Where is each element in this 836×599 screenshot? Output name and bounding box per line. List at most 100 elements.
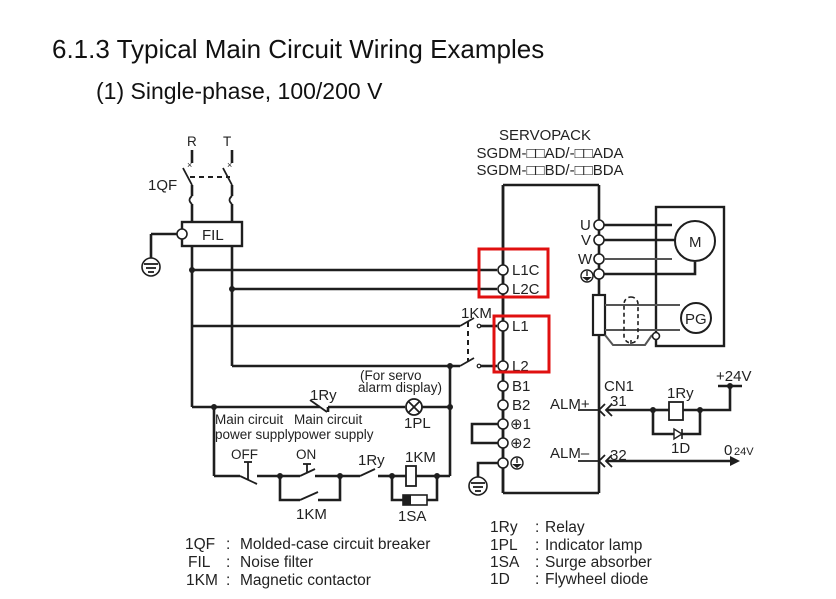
- terminal-b1: [497, 380, 509, 392]
- lamp-note-1: (For servo: [360, 368, 422, 383]
- noise-filter: FIL: [149, 220, 244, 258]
- phase-t-label: T: [223, 134, 231, 149]
- section-title: 6.1.3 Typical Main Circuit Wiring Exampl…: [52, 34, 545, 64]
- filter-label: FIL: [202, 227, 224, 244]
- jumper-p1-p2: [470, 422, 498, 445]
- contactor-aux-label: 1KM: [296, 506, 327, 523]
- terminal-mark-t: ×: [227, 160, 232, 170]
- encoder-connector: [591, 293, 607, 337]
- label-w: W: [578, 251, 593, 268]
- label-l2c: L2C: [512, 281, 540, 298]
- contactor-main-label: 1KM: [461, 305, 492, 322]
- off-label-2: power supply: [215, 427, 295, 442]
- legend-desc: Molded-case circuit breaker: [240, 536, 430, 553]
- alarm-output: CN1 ALM+ 31 ALM– 32 1Ry +24V 1D 0 24V: [550, 368, 754, 468]
- label-u: U: [580, 217, 591, 234]
- legend-code: 1Ry: [490, 519, 518, 536]
- supply-zero-label: 0: [724, 442, 732, 459]
- legend-desc: Flywheel diode: [545, 571, 648, 588]
- terminal-p1: [497, 418, 509, 430]
- contactor-1km-main: 1KM: [459, 305, 497, 369]
- legend-colon: :: [535, 537, 539, 554]
- legend-desc: Relay: [545, 519, 585, 536]
- svg-text:OFF: OFF: [231, 447, 258, 462]
- legend-colon: :: [535, 519, 539, 536]
- terminal-strip-left: L1C L2C L1 L2 B1 B2 ⊕1 ⊕2: [470, 185, 540, 493]
- lamp-note-2: alarm display): [358, 380, 442, 395]
- legend-code: 1SA: [490, 554, 520, 571]
- on-label-2: power supply: [294, 427, 374, 442]
- control-circuit: 1Ry 1PL (For servo alarm display) Main c…: [192, 363, 453, 525]
- pin-31-label: 31: [610, 393, 627, 410]
- subsection-title: (1) Single-phase, 100/200 V: [96, 78, 383, 104]
- terminal-strip-right: U V W: [578, 217, 605, 283]
- legend-desc: Surge absorber: [545, 554, 652, 571]
- terminal-w: [593, 253, 605, 265]
- terminal-u: [593, 219, 605, 231]
- terminal-motor-ground: [593, 268, 605, 280]
- legend-code: 1QF: [185, 536, 215, 553]
- legend-right: 1Ry : Relay 1PL : Indicator lamp 1SA : S…: [490, 519, 652, 588]
- on-button[interactable]: ON: [296, 447, 316, 477]
- label-p2: ⊕2: [510, 435, 531, 452]
- label-v: V: [581, 232, 591, 249]
- terminal-b2: [497, 399, 509, 411]
- relay-coil-label: 1Ry: [667, 385, 694, 402]
- legend-colon: :: [535, 554, 539, 571]
- terminal-p2: [497, 437, 509, 449]
- lamp-label: 1PL: [404, 415, 431, 432]
- ground-icon: [141, 257, 161, 277]
- legend-code: 1PL: [490, 537, 518, 554]
- legend-colon: :: [226, 572, 230, 589]
- supply-zero-sub-label: 24V: [734, 446, 754, 458]
- contactor-coil: [405, 465, 417, 487]
- alm-plus-label: ALM+: [550, 396, 590, 413]
- legend-colon: :: [226, 536, 230, 553]
- legend-desc: Noise filter: [240, 554, 313, 571]
- label-l1c: L1C: [512, 262, 540, 279]
- relay-contact-ctrl-label: 1Ry: [358, 452, 385, 469]
- phase-r-label: R: [187, 134, 197, 149]
- off-button[interactable]: OFF: [231, 447, 258, 485]
- terminal-l2c: [497, 283, 509, 295]
- legend-desc: Magnetic contactor: [240, 572, 371, 589]
- label-p1: ⊕1: [510, 416, 531, 433]
- terminal-l2: [497, 360, 509, 372]
- legend-left: 1QF : Molded-case circuit breaker FIL : …: [185, 536, 430, 589]
- encoder-icon: [680, 302, 712, 334]
- off-label-1: Main circuit: [215, 412, 284, 427]
- encoder-label: PG: [685, 311, 707, 328]
- servopack-title: SERVOPACK: [499, 127, 591, 144]
- diode-label: 1D: [671, 440, 690, 457]
- diode-icon: [673, 427, 684, 441]
- legend-code: 1D: [490, 571, 510, 588]
- svg-text:ON: ON: [296, 447, 316, 462]
- motor-assembly: M PG: [591, 205, 726, 348]
- indicator-lamp-icon: [405, 398, 423, 416]
- on-label-1: Main circuit: [294, 412, 363, 427]
- legend-colon: :: [535, 571, 539, 588]
- motor-icon: [674, 220, 716, 262]
- terminal-ground: [497, 457, 509, 469]
- contactor-coil-label: 1KM: [405, 449, 436, 466]
- terminal-v: [593, 234, 605, 246]
- label-b1: B1: [512, 378, 530, 395]
- terminal-l1: [497, 320, 509, 332]
- breaker-1qf: 1QF: [148, 167, 234, 222]
- surge-absorber: [402, 494, 428, 506]
- terminal-l1c: [497, 264, 509, 276]
- cn1-label: CN1: [604, 378, 634, 395]
- relay-contact-lamp-label: 1Ry: [310, 387, 337, 404]
- ground-icon: [468, 476, 488, 496]
- label-l1: L1: [512, 318, 529, 335]
- legend-desc: Indicator lamp: [545, 537, 642, 554]
- label-b2: B2: [512, 397, 530, 414]
- terminal-mark-r: ×: [187, 160, 192, 170]
- relay-coil: [668, 401, 684, 421]
- power-supply-input: R T × ×: [187, 134, 234, 170]
- highlight-control-power-terminals: [477, 247, 550, 299]
- legend-code: FIL: [188, 554, 211, 571]
- breaker-label: 1QF: [148, 177, 177, 194]
- supply-plus-label: +24V: [716, 368, 751, 385]
